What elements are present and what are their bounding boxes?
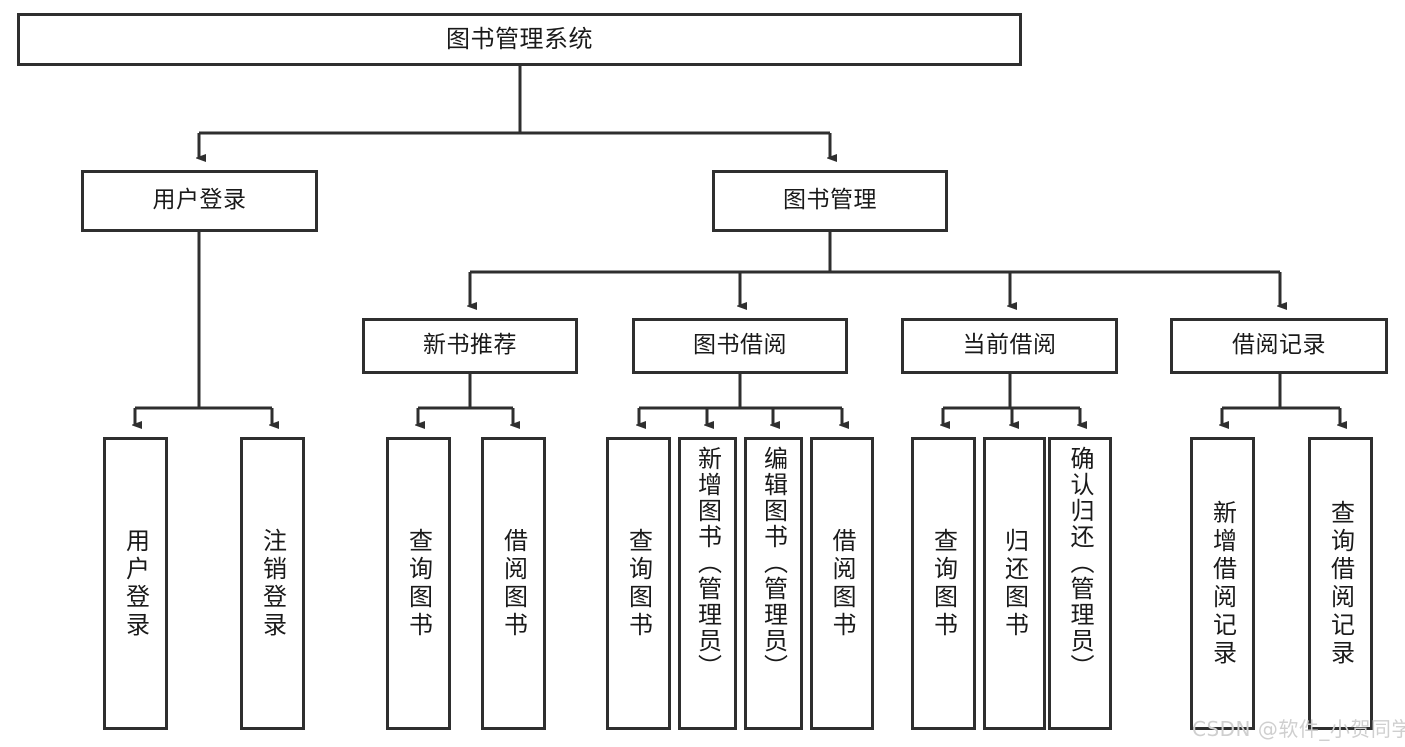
node-label: 查询图书 (624, 527, 653, 640)
node-label: 借阅记录 (1232, 332, 1326, 359)
node-label: 图书管理系统 (446, 25, 593, 54)
leaf-borrow-query-book[interactable]: 查询图书 (606, 437, 671, 730)
node-label: 借阅图书 (828, 527, 856, 640)
node-label: 用户登录 (121, 527, 150, 640)
node-current-borrow[interactable]: 当前借阅 (901, 318, 1118, 374)
node-label: 归还图书 (1000, 527, 1029, 640)
node-label: 当前借阅 (962, 332, 1057, 359)
leaf-borrow-borrow-book[interactable]: 借阅图书 (810, 437, 874, 730)
node-label: 确认归还（管理员） (1066, 446, 1094, 680)
leaf-borrow-edit-book-admin[interactable]: 编辑图书（管理员） (744, 437, 803, 730)
leaf-borrow-add-book-admin[interactable]: 新增图书（管理员） (678, 437, 737, 730)
leaf-user-login-login[interactable]: 用户登录 (103, 437, 168, 730)
node-label: 新书推荐 (423, 332, 517, 359)
leaf-user-login-logout[interactable]: 注销登录 (240, 437, 305, 730)
node-label: 借阅图书 (499, 527, 528, 640)
node-label: 新增借阅记录 (1208, 499, 1237, 668)
node-label: 注销登录 (258, 527, 287, 640)
node-book-management[interactable]: 图书管理 (712, 170, 948, 232)
node-label: 用户登录 (152, 187, 247, 214)
leaf-recommend-borrow-book[interactable]: 借阅图书 (481, 437, 546, 730)
node-label: 新增图书（管理员） (693, 446, 722, 680)
node-label: 查询借阅记录 (1326, 499, 1355, 668)
node-root-system[interactable]: 图书管理系统 (17, 13, 1022, 66)
node-label: 查询图书 (404, 527, 433, 640)
node-label: 图书借阅 (693, 332, 787, 359)
node-label: 查询图书 (929, 527, 958, 640)
node-user-login[interactable]: 用户登录 (81, 170, 318, 232)
leaf-current-return-book[interactable]: 归还图书 (983, 437, 1046, 730)
node-borrow-record[interactable]: 借阅记录 (1170, 318, 1388, 374)
csdn-watermark: CSDN @软件_小贺同学 (1192, 717, 1405, 741)
leaf-recommend-query-book[interactable]: 查询图书 (386, 437, 451, 730)
leaf-record-add-record[interactable]: 新增借阅记录 (1190, 437, 1255, 730)
node-book-borrow[interactable]: 图书借阅 (632, 318, 848, 374)
leaf-current-query-book[interactable]: 查询图书 (911, 437, 976, 730)
node-label: 图书管理 (783, 187, 877, 214)
leaf-current-confirm-return-admin[interactable]: 确认归还（管理员） (1048, 437, 1112, 730)
leaf-record-query-record[interactable]: 查询借阅记录 (1308, 437, 1373, 730)
node-new-book-recommend[interactable]: 新书推荐 (362, 318, 578, 374)
node-label: 编辑图书（管理员） (759, 446, 788, 680)
